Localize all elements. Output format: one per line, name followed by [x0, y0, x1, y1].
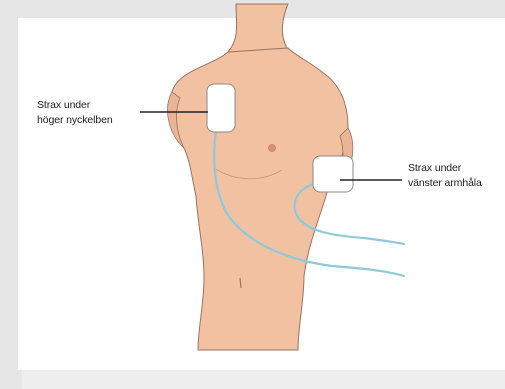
nipple — [269, 145, 276, 152]
label-left-armpit: Strax under vänster armhåla — [408, 161, 482, 191]
label-left-armpit-line1: Strax under — [408, 161, 482, 176]
pad-left-armpit — [313, 156, 353, 192]
label-right-clavicle-line2: höger nyckelben — [37, 113, 113, 128]
label-right-clavicle: Strax under höger nyckelben — [37, 98, 113, 128]
label-right-clavicle-line1: Strax under — [37, 98, 113, 113]
label-left-armpit-line2: vänster armhåla — [408, 176, 482, 191]
pad-right-clavicle — [207, 84, 235, 132]
